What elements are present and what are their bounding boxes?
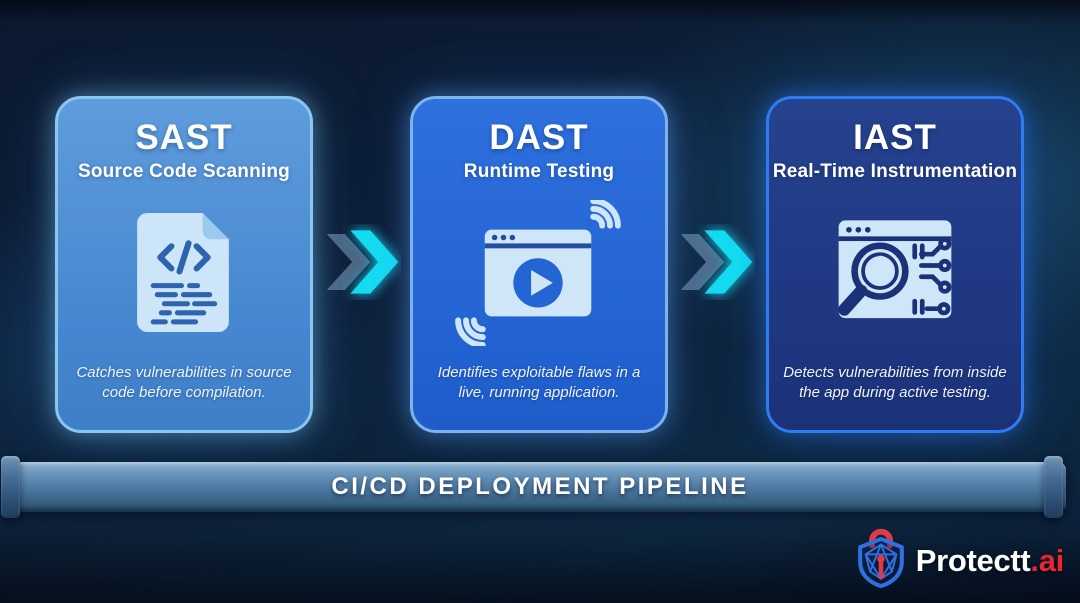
card-description: Identifies exploitable flaws in a live, … <box>437 363 641 402</box>
pipeline-bar: CI/CD DEPLOYMENT PIPELINE <box>14 462 1066 512</box>
card-subtitle: Source Code Scanning <box>78 160 290 182</box>
brand-logo: Protectt.ai <box>852 526 1064 595</box>
code-document-icon <box>58 183 310 363</box>
card-description: Detects vulnerabilities from inside the … <box>783 363 1007 402</box>
double-chevron-right-icon <box>325 224 401 300</box>
double-chevron-right-icon <box>679 224 755 300</box>
brand-suffix: .ai <box>1030 542 1064 578</box>
brand-name: Protectt.ai <box>915 542 1065 578</box>
pipeline-label: CI/CD DEPLOYMENT PIPELINE <box>331 473 749 500</box>
pipe-cap-right <box>1044 456 1063 518</box>
pipe-cap-left <box>1 456 20 518</box>
card-title: IAST <box>853 118 937 157</box>
card-iast: IAST Real-Time Instrumentation <box>766 96 1024 433</box>
card-subtitle: Runtime Testing <box>463 160 615 182</box>
magnifier-circuit-icon <box>769 183 1021 363</box>
card-description: Catches vulnerabilities in source code b… <box>76 363 292 402</box>
web-app-play-icon <box>413 183 665 363</box>
card-subtitle: Real-Time Instrumentation <box>772 160 1018 182</box>
card-title: SAST <box>135 118 233 157</box>
card-dast: DAST Runtime Testing Identifies exploita… <box>410 96 668 433</box>
card-sast: SAST Source Code Scanning <box>55 96 313 433</box>
card-title: DAST <box>489 118 589 157</box>
shield-lock-icon <box>852 526 910 595</box>
